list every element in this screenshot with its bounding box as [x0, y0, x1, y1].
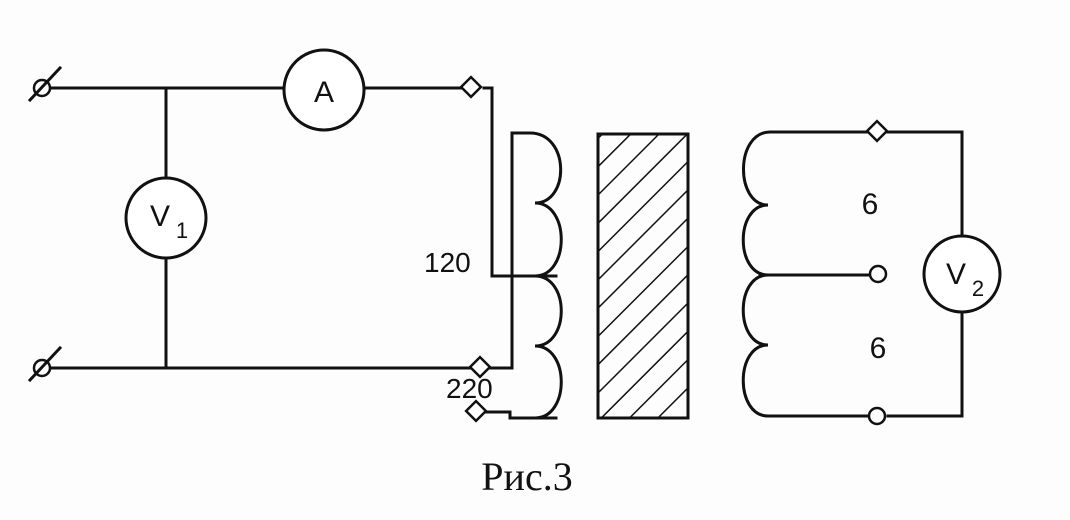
voltmeter-v1: V 1 — [124, 176, 208, 260]
ammeter: A — [282, 48, 366, 132]
figure-caption: Рис.3 — [481, 454, 572, 499]
ammeter-symbol: A — [314, 76, 334, 109]
terminal-secondary-bottom — [867, 406, 887, 426]
voltmeter-v2: V 2 — [922, 234, 1002, 314]
terminal-top-primary — [459, 75, 483, 99]
primary-coil — [518, 131, 563, 420]
wire-to-coil-top — [488, 131, 520, 370]
voltmeter-v2-circle — [922, 234, 1002, 314]
voltmeter-v2-subscript: 2 — [972, 276, 984, 301]
terminal-secondary-center — [868, 264, 888, 284]
supply-terminal-top — [27, 65, 63, 103]
wire-v2-top — [886, 130, 964, 238]
wire-to-tap-120 — [482, 86, 558, 278]
ammeter-circle — [282, 48, 366, 132]
supply-terminal-bottom — [27, 345, 63, 383]
iron-core — [596, 132, 690, 420]
voltmeter-v1-circle — [124, 176, 208, 260]
voltmeter-v1-symbol: V — [150, 200, 170, 233]
primary-tap-label: 120 — [424, 247, 471, 278]
secondary-lower-label: 6 — [870, 332, 887, 365]
terminal-220 — [468, 355, 492, 379]
voltmeter-v2-symbol: V — [946, 258, 966, 291]
voltmeter-v1-subscript: 1 — [176, 218, 188, 243]
secondary-upper-label: 6 — [862, 188, 879, 221]
primary-end-label: 220 — [446, 373, 493, 404]
terminal-bottom-primary — [464, 399, 488, 423]
terminal-secondary-top — [865, 119, 889, 143]
wire-v2-bottom — [886, 310, 964, 418]
